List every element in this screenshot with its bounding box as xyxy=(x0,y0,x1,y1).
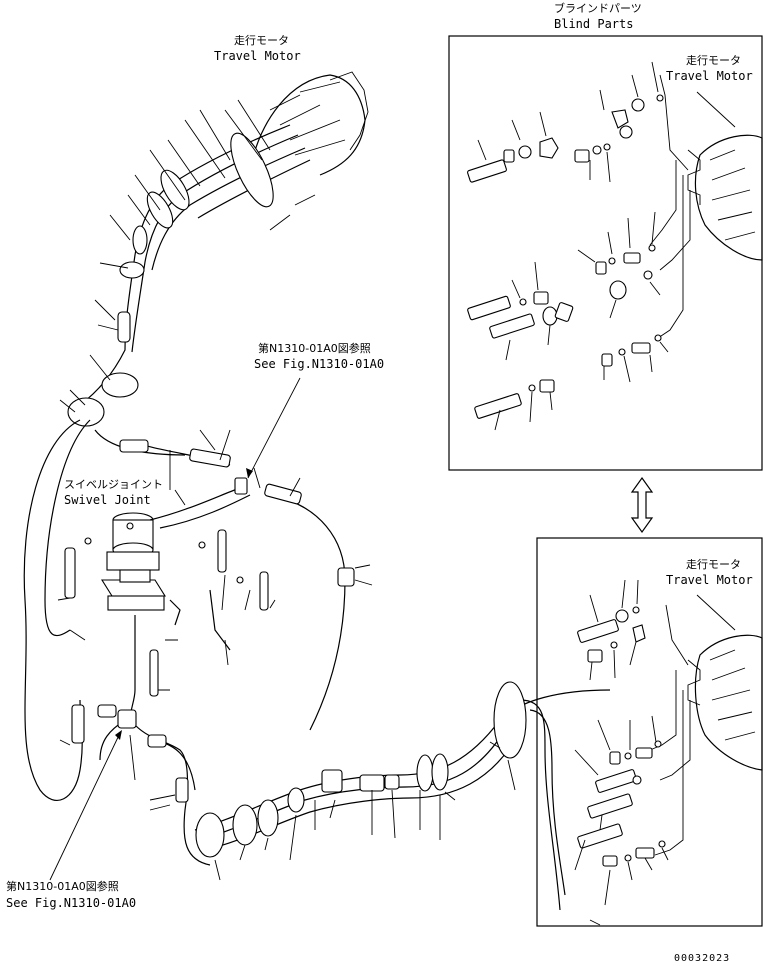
label-see-fig-bottom-en: See Fig.N1310-01A0 xyxy=(6,896,136,910)
label-blind-parts-jp: ブラインドパーツ xyxy=(554,1,642,15)
see-fig-arrows xyxy=(49,377,301,881)
blind-parts-upper-lines xyxy=(649,74,736,341)
blind-parts-box-lower xyxy=(536,537,763,927)
leader-lines-swivel xyxy=(57,429,373,811)
leader-lines-lower xyxy=(214,741,516,881)
blind-parts-upper-components xyxy=(467,94,664,419)
label-blind-parts-en: Blind Parts xyxy=(554,17,633,31)
hose-bundle-lower xyxy=(194,689,611,911)
travel-motor-blind-upper xyxy=(687,134,763,261)
travel-motor-top xyxy=(249,71,369,176)
hose-clamps-top xyxy=(67,132,274,427)
blind-parts-lower-components xyxy=(577,606,666,867)
label-swivel-joint-en: Swivel Joint xyxy=(64,493,151,507)
label-travel-motor-lower-en: Travel Motor xyxy=(666,573,753,587)
travel-motor-blind-lower xyxy=(687,634,763,771)
hose-left-loop xyxy=(23,419,91,801)
blind-parts-lower-lines xyxy=(649,594,736,856)
leader-lines-blind-lower xyxy=(574,579,669,926)
leader-lines-blind-upper xyxy=(477,61,669,431)
drawing-number: 00032023 xyxy=(674,953,730,964)
label-swivel-joint-jp: スイベルジョイント xyxy=(64,478,163,491)
label-travel-motor-top-en: Travel Motor xyxy=(214,49,301,63)
label-travel-motor-blind-en: Travel Motor xyxy=(666,69,753,83)
label-see-fig-top-jp: 第N1310-01A0図参照 xyxy=(258,341,371,355)
leader-lines-top xyxy=(59,99,316,413)
label-travel-motor-lower-jp: 走行モータ xyxy=(686,558,741,571)
swivel-fittings xyxy=(64,439,355,803)
hose-clamps-lower xyxy=(195,681,527,858)
label-see-fig-bottom-jp: 第N1310-01A0図参照 xyxy=(6,879,119,893)
label-travel-motor-blind-jp: 走行モータ xyxy=(686,54,741,67)
swivel-joint xyxy=(101,512,166,611)
double-arrow-icon xyxy=(630,476,654,534)
label-see-fig-top-en: See Fig.N1310-01A0 xyxy=(254,357,384,371)
label-travel-motor-top-jp: 走行モータ xyxy=(234,34,289,47)
